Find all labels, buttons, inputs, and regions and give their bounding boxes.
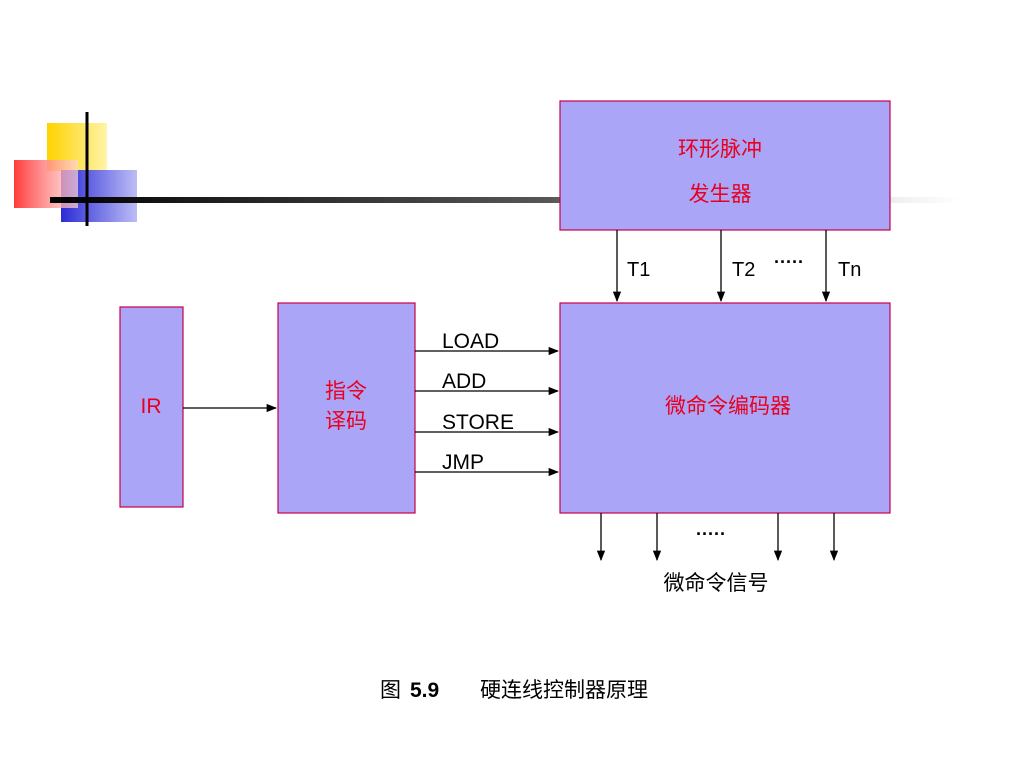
- caption-prefix: 图: [380, 678, 401, 702]
- store-label: STORE: [442, 411, 514, 434]
- encoder-box: [559, 302, 891, 514]
- tn-label: Tn: [838, 259, 861, 281]
- timing-dots: ·····: [774, 252, 804, 272]
- pulse-generator-line1: 环形脉冲: [678, 137, 762, 161]
- decoder-line1: 指令: [325, 379, 367, 403]
- t1-label: T1: [627, 259, 650, 281]
- caption-title: 硬连线控制器原理: [480, 678, 648, 702]
- ir-box: [119, 306, 184, 508]
- add-label: ADD: [442, 370, 486, 393]
- decor-logo: [14, 112, 960, 226]
- pulse-generator-line2: 发生器: [689, 182, 752, 206]
- jmp-label: JMP: [442, 451, 484, 474]
- t2-label: T2: [732, 259, 755, 281]
- output-dots: ·····: [696, 524, 726, 544]
- micro-signal-label: 微命令信号: [664, 571, 769, 595]
- pulse-generator-box: [559, 100, 891, 231]
- ir-label: IR: [141, 395, 162, 418]
- encoder-label: 微命令编码器: [665, 394, 791, 418]
- decoder-box: [277, 302, 416, 514]
- load-label: LOAD: [442, 330, 499, 353]
- decor-rule: [50, 197, 960, 203]
- caption-number: 5.9: [410, 679, 439, 702]
- decoder-line2: 译码: [325, 409, 367, 433]
